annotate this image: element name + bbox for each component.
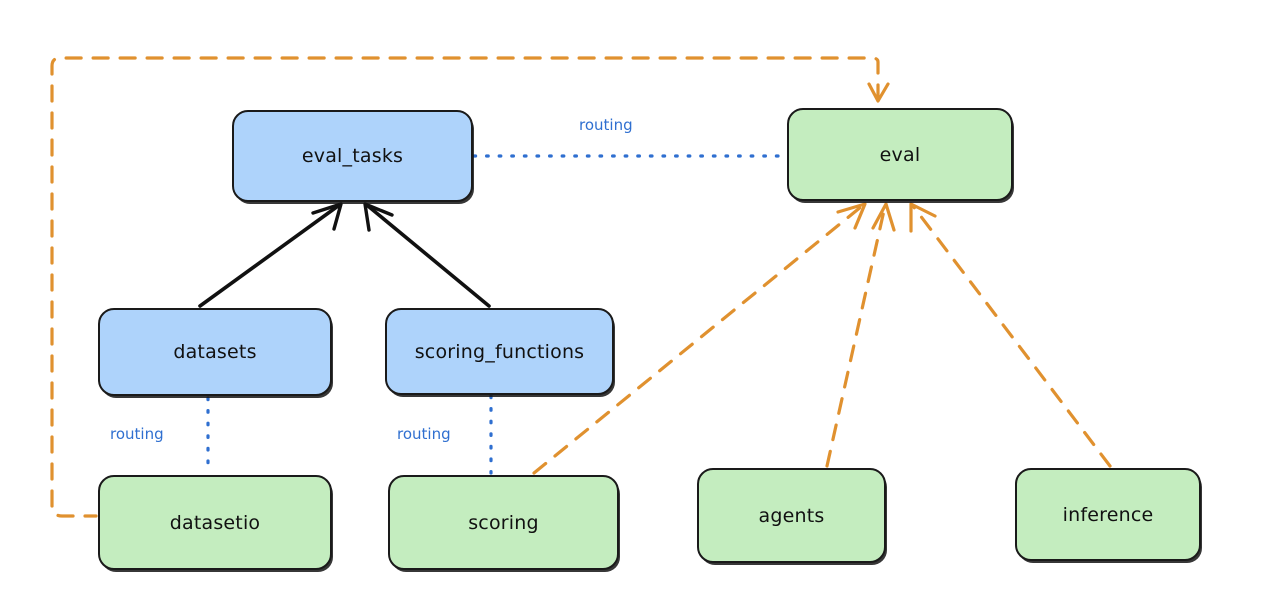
edge-label-routing-eval: routing <box>579 116 633 134</box>
node-agents-label: agents <box>758 504 825 527</box>
edge-label-routing-datasetio: routing <box>110 425 164 443</box>
node-datasets-label: datasets <box>173 341 257 363</box>
node-eval-tasks-label: eval_tasks <box>301 145 404 167</box>
edge-scoring-to-eval <box>532 202 867 475</box>
node-eval-label: eval <box>879 143 921 166</box>
node-inference[interactable]: inference <box>1015 468 1201 561</box>
node-datasetio-label: datasetio <box>169 511 261 534</box>
node-scoring-label: scoring <box>468 511 539 534</box>
edge-label-routing-scoring: routing <box>397 425 451 443</box>
edge-inference-to-eval <box>909 202 1112 468</box>
node-scoring-functions-label: scoring_functions <box>414 340 585 363</box>
node-agents[interactable]: agents <box>697 468 886 563</box>
node-eval-tasks[interactable]: eval_tasks <box>232 110 473 202</box>
edge-agents-to-eval <box>825 202 896 468</box>
edge-scoring-functions-to-eval-tasks <box>363 202 491 308</box>
node-scoring[interactable]: scoring <box>388 475 619 570</box>
node-scoring-functions[interactable]: scoring_functions <box>385 308 614 395</box>
node-datasets[interactable]: datasets <box>98 308 332 396</box>
node-datasetio[interactable]: datasetio <box>98 475 332 570</box>
node-inference-label: inference <box>1062 503 1154 526</box>
edge-eval-to-datasetio-loop <box>50 56 890 518</box>
edge-datasets-to-eval-tasks <box>198 202 343 308</box>
node-eval[interactable]: eval <box>787 108 1013 201</box>
